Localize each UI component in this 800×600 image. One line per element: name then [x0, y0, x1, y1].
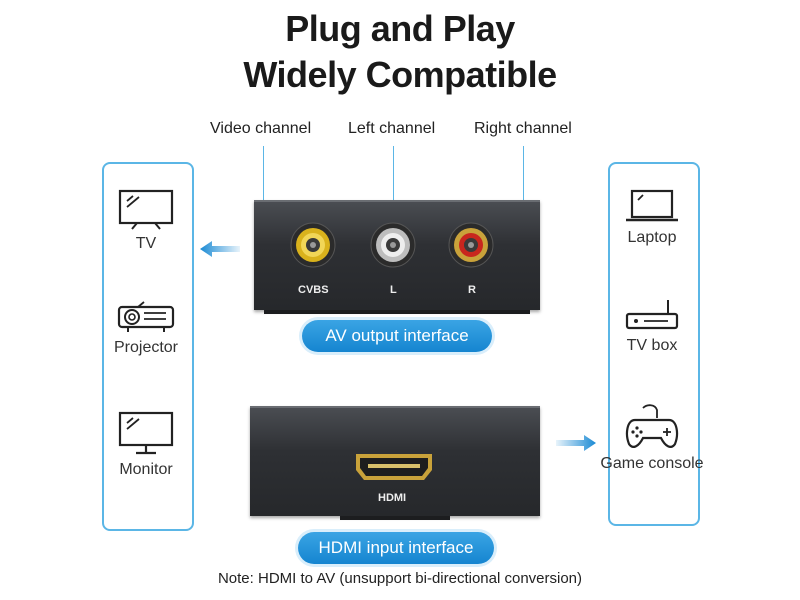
video-channel-label: Video channel: [210, 120, 312, 137]
av-output-device: CVBS L R: [254, 200, 540, 314]
cvbs-port-label: CVBS: [298, 284, 329, 296]
device-label-projector: Projector: [113, 339, 179, 356]
title-line-1: Plug and Play: [285, 8, 515, 49]
laptop-icon: [626, 189, 678, 222]
hdmi-input-device: HDMI: [250, 406, 540, 520]
device-tv: TV: [86, 188, 206, 254]
input-devices-panel: [608, 162, 700, 526]
device-game-console: Game console: [592, 404, 712, 474]
tv-box-icon: [625, 300, 679, 330]
gamepad-icon: [625, 404, 679, 448]
title-line-2: Widely Compatible: [243, 54, 557, 95]
projector-icon: [117, 301, 175, 332]
device-monitor: Monitor: [86, 410, 206, 480]
device-label-tv: TV: [135, 235, 157, 252]
tv-icon: [118, 189, 174, 230]
device-label-tv-box: TV box: [626, 337, 678, 354]
device-label-monitor: Monitor: [119, 461, 173, 478]
right-audio-port: [448, 222, 494, 268]
r-port-label: R: [468, 284, 476, 296]
av-output-badge: AV output interface: [302, 320, 492, 352]
monitor-icon: [118, 411, 174, 455]
compatibility-note: Note: HDMI to AV (unsupport bi-direction…: [217, 570, 583, 587]
l-port-label: L: [390, 284, 397, 296]
hdmi-input-badge: HDMI input interface: [298, 532, 494, 564]
video-leader-line: [263, 146, 264, 248]
hdmi-port-label: HDMI: [378, 492, 407, 504]
device-projector: Projector: [86, 300, 206, 358]
left-channel-label: Left channel: [348, 120, 436, 137]
left-leader-line: [393, 146, 394, 246]
device-tv-box: TV box: [592, 298, 712, 356]
device-label-laptop: Laptop: [627, 229, 677, 246]
right-channel-label: Right channel: [474, 120, 572, 137]
device-laptop: Laptop: [592, 188, 712, 248]
arrow-right-icon: [556, 435, 596, 451]
output-devices-panel: [102, 162, 194, 531]
arrow-left-icon: [200, 241, 240, 257]
left-audio-port: [370, 222, 416, 268]
device-label-game-console: Game console: [600, 455, 704, 472]
hdmi-port: [356, 454, 432, 480]
right-leader-line: [523, 146, 524, 248]
cvbs-port: [290, 222, 336, 268]
